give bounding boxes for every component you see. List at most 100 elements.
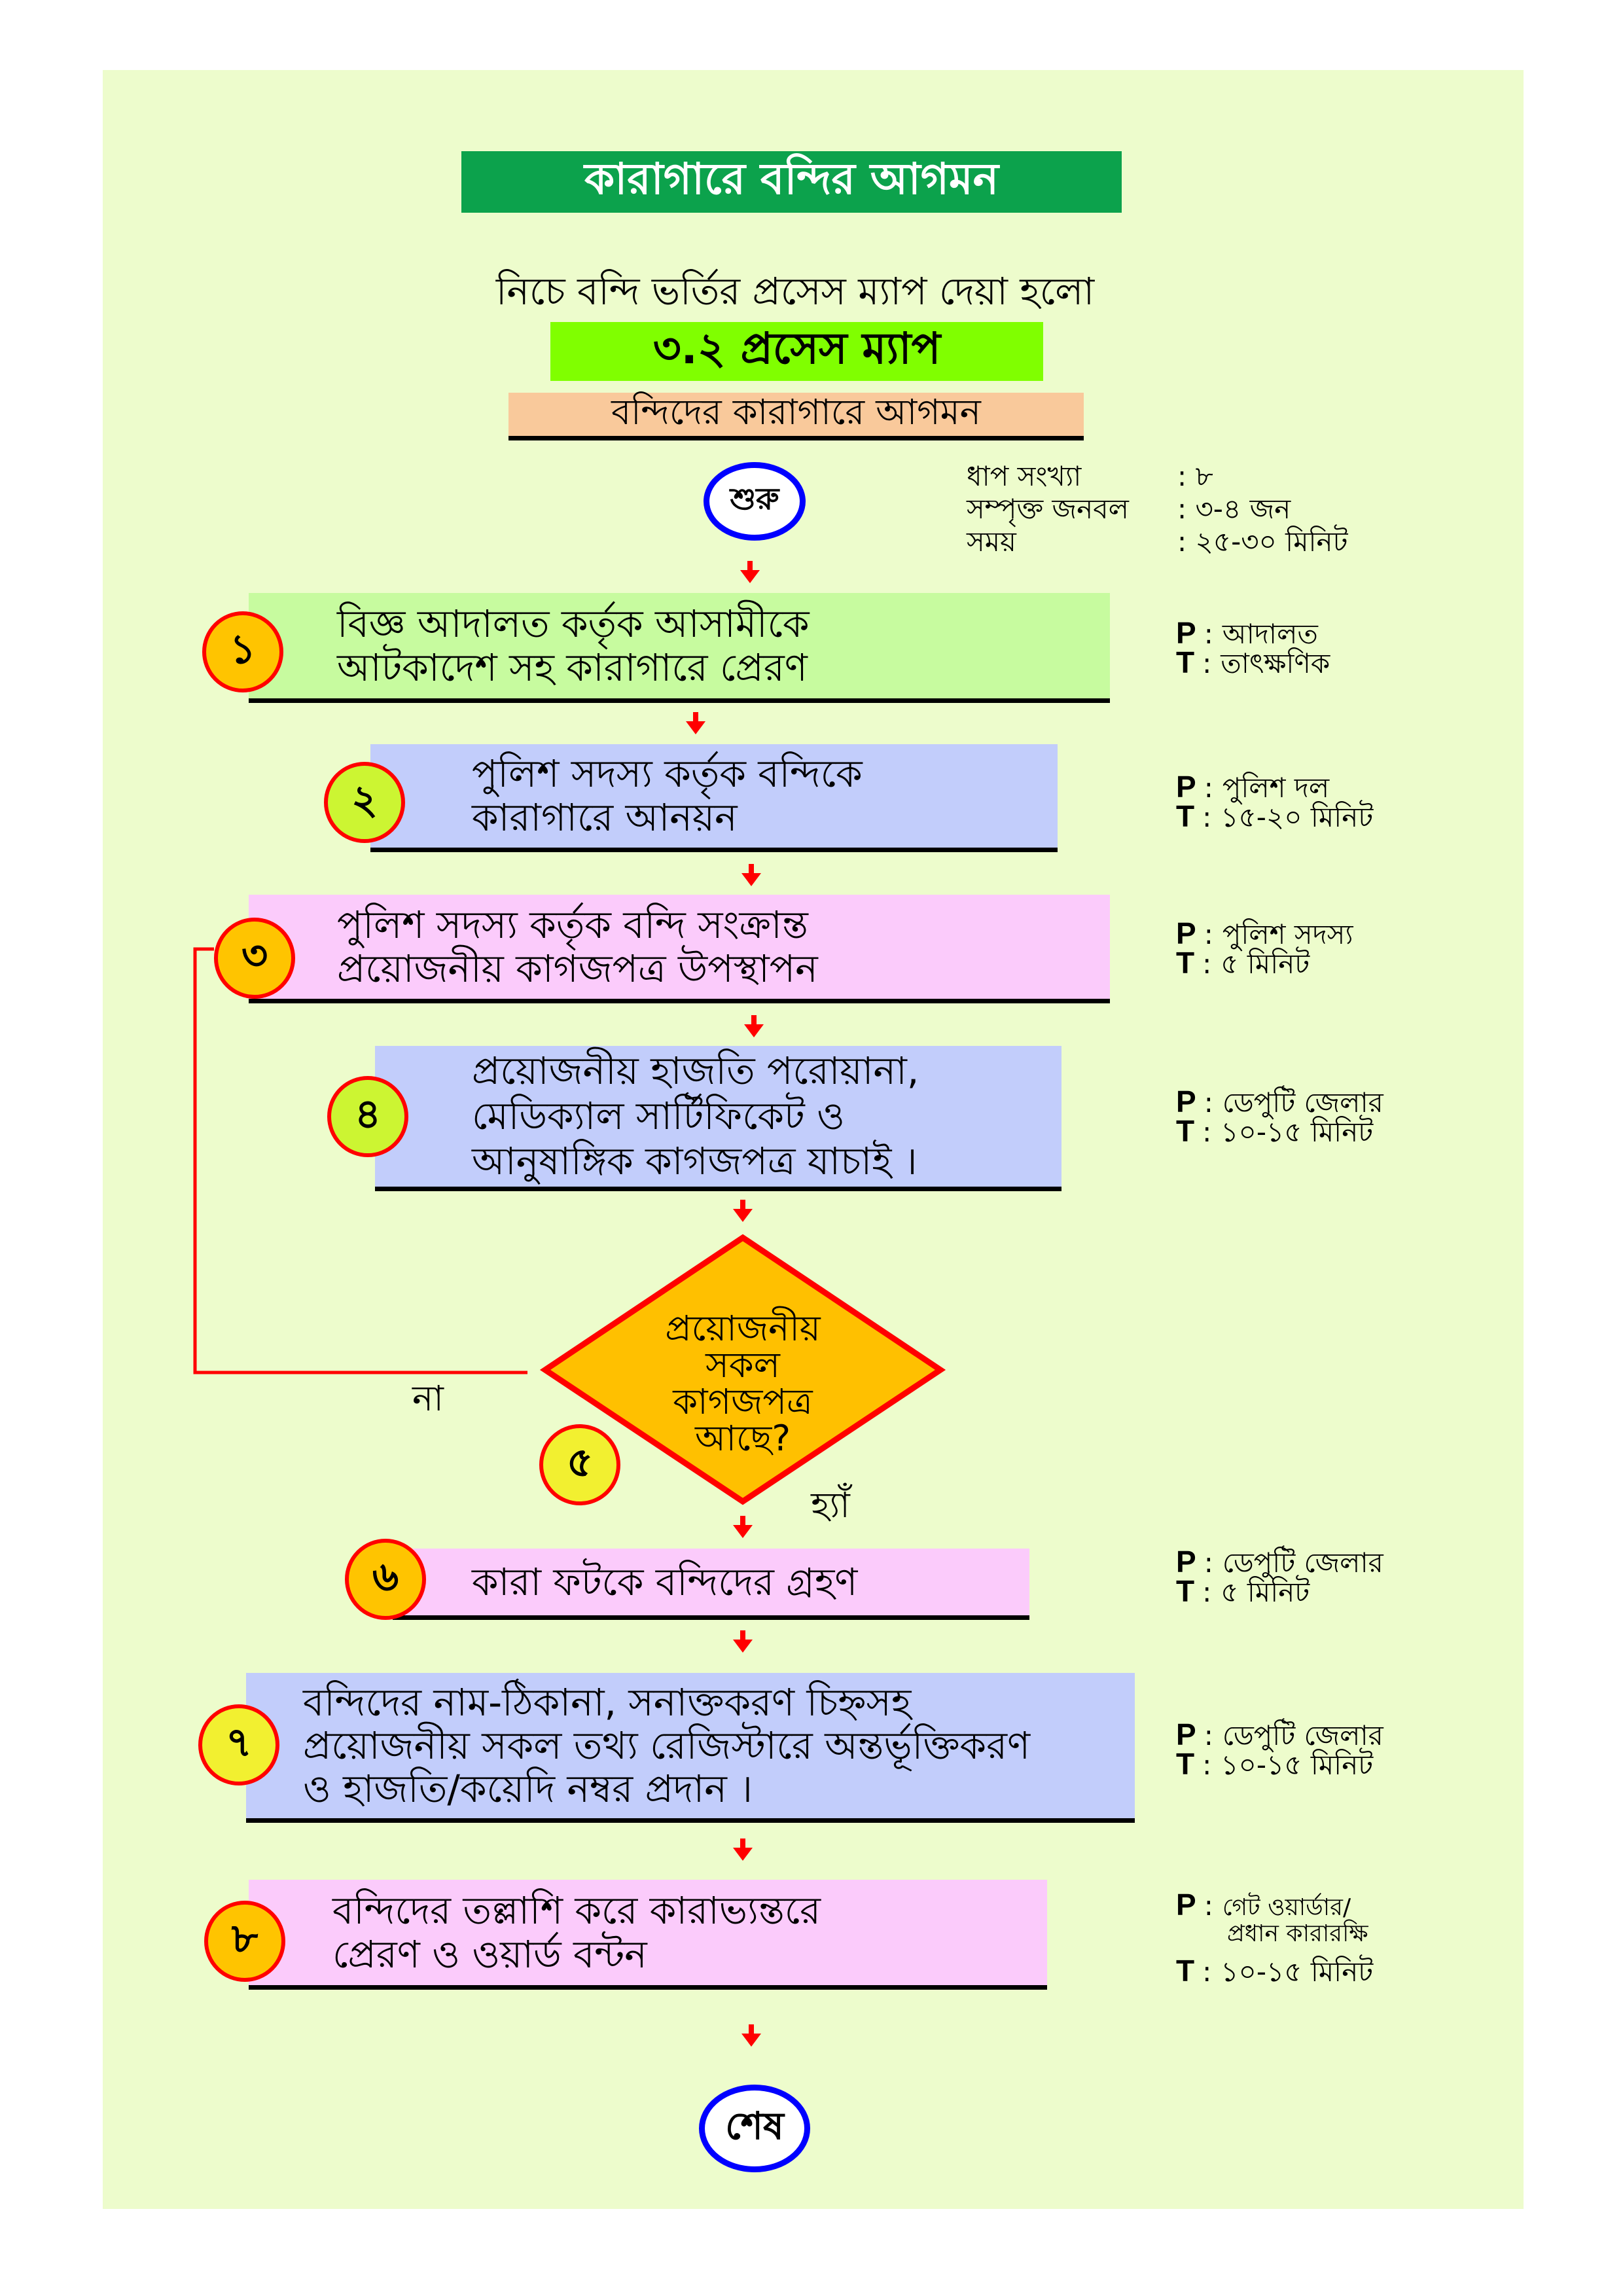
start-terminal: শুরু [704, 462, 806, 541]
step-7-number-badge: ৭ [198, 1704, 279, 1785]
step-6-info: P: ডেপুটি জেলার T:৫ মিনিট [1176, 1545, 1383, 1608]
summary-value: : ৩-৪ জন [1177, 493, 1291, 525]
time-key: T [1176, 1954, 1195, 1988]
summary-value: : ৮ [1177, 460, 1213, 492]
step-6-box: কারা ফটকে বন্দিদের গ্রহণ [393, 1549, 1029, 1620]
person-key: P [1176, 770, 1196, 804]
step-8-time-row: T:১০-১৫ মিনিট [1176, 1956, 1373, 1986]
down-arrow-icon [733, 1839, 753, 1861]
decision-line: কাগজপত্র [673, 1381, 813, 1422]
step-2-number: ২ [351, 775, 378, 823]
down-arrow-icon [740, 561, 760, 583]
step-1-person-row: P:আদালত [1176, 618, 1330, 650]
no-branch-connector [193, 947, 527, 1374]
step-4-number: ৪ [354, 1089, 382, 1138]
step-3-number: ৩ [241, 931, 268, 979]
step-3-box: পুলিশ সদস্য কর্তৃক বন্দি সংক্রান্ত প্রয়… [249, 895, 1110, 1003]
separator: : [1204, 772, 1213, 804]
separator: : [1202, 1749, 1212, 1781]
step-5-number: ৫ [566, 1437, 594, 1486]
step-3-line: প্রয়োজনীয় কাগজপত্র উপস্থাপন [337, 946, 818, 991]
decision-line: আছে? [694, 1418, 791, 1459]
step-1-line: বিজ্ঞ আদালত কর্তৃক আসামীকে [337, 601, 810, 646]
end-terminal: শেষ [699, 2085, 810, 2172]
step-1-person: আদালত [1222, 618, 1318, 650]
step-4-time-row: T:১০-১৫ মিনিট [1176, 1114, 1383, 1148]
time-key: T [1176, 1747, 1195, 1781]
time-key: T [1176, 1114, 1195, 1148]
separator: : [1202, 1116, 1212, 1148]
down-arrow-icon [733, 1630, 753, 1653]
separator: : [1204, 1086, 1213, 1119]
separator: : [1202, 1956, 1212, 1988]
summary-row-time: সময়: ২৫-৩০ মিনিট [967, 526, 1348, 558]
step-4-time: ১০-১৫ মিনিট [1221, 1116, 1374, 1148]
step-3-line: পুলিশ সদস্য কর্তৃক বন্দি সংক্রান্ত [337, 902, 808, 947]
intro-text: নিচে বন্দি ভর্তির প্রসেস ম্যাপ দেয়া হলো [495, 269, 1095, 314]
step-7-box: বন্দিদের নাম-ঠিকানা, সনাক্তকরণ চিহ্নসহ প… [246, 1673, 1135, 1823]
step-3-time: ৫ মিনিট [1221, 948, 1310, 980]
step-8-number-badge: ৮ [204, 1901, 285, 1982]
decision-line: প্রয়োজনীয় [665, 1308, 821, 1349]
step-2-number-badge: ২ [324, 762, 405, 843]
separator: : [1202, 948, 1212, 980]
document-title: কারাগারে বন্দির আগমন [461, 151, 1122, 213]
separator: : [1202, 1576, 1212, 1608]
step-7-person: ডেপুটি জেলার [1222, 1719, 1383, 1751]
step-8-person-line2: প্রধান কারারক্ষি [1227, 1920, 1368, 1947]
step-1-number-badge: ১ [202, 611, 283, 692]
summary-row-manpower: সম্পৃক্ত জনবল : ৩-৪ জন [967, 493, 1348, 526]
step-6-person: ডেপুটি জেলার [1222, 1547, 1383, 1579]
time-key: T [1176, 799, 1195, 833]
step-8-info: P: গেট ওয়ার্ডার/ প্রধান কারারক্ষি T:১০-১… [1176, 1890, 1373, 1986]
step-3-info: P: পুলিশ সদস্য T:৫ মিনিট [1176, 916, 1353, 978]
step-8-number: ৮ [231, 1914, 259, 1962]
step-3-time-row: T:৫ মিনিট [1176, 948, 1353, 978]
step-8-time: ১০-১৫ মিনিট [1221, 1956, 1374, 1988]
summary-label: সম্পৃক্ত জনবল [967, 493, 1129, 525]
step-6-time: ৫ মিনিট [1221, 1576, 1310, 1608]
down-arrow-icon [744, 1015, 764, 1037]
person-key: P [1176, 1888, 1196, 1922]
step-2-person: পুলিশ দল [1222, 772, 1330, 804]
step-6-number-badge: ৬ [345, 1539, 426, 1620]
person-key: P [1176, 1545, 1196, 1579]
step-2-info: P: পুলিশ দল T:১৫-২০ মিনিট [1176, 772, 1374, 833]
step-2-time-row: T:১৫-২০ মিনিট [1176, 799, 1374, 833]
time-key: T [1176, 946, 1195, 980]
step-7-number: ৭ [225, 1717, 253, 1766]
step-4-info: P:ডেপুটি জেলার T:১০-১৫ মিনিট [1176, 1086, 1383, 1148]
step-1-time-row: T:তাৎক্ষণিক [1176, 647, 1330, 679]
step-2-line: কারাগারে আনয়ন [472, 795, 738, 840]
step-6-time-row: T:৫ মিনিট [1176, 1576, 1383, 1608]
down-arrow-icon [686, 712, 705, 734]
step-8-box: বন্দিদের তল্লাশি করে কারাভ্যন্তরে প্রেরণ… [249, 1880, 1047, 1990]
down-arrow-icon [733, 1200, 753, 1222]
step-4-number-badge: ৪ [327, 1076, 408, 1157]
step-6-line: কারা ফটকে বন্দিদের গ্রহণ [472, 1559, 858, 1604]
step-7-time-row: T:১০-১৫ মিনিট [1176, 1747, 1383, 1781]
step-3-person: পুলিশ সদস্য [1222, 918, 1353, 950]
step-7-line: বন্দিদের নাম-ঠিকানা, সনাক্তকরণ চিহ্নসহ [303, 1680, 912, 1725]
separator: : [1202, 647, 1212, 679]
separator: : [1202, 801, 1212, 833]
separator: : [1204, 618, 1213, 650]
separator: : [1204, 918, 1213, 950]
end-label: শেষ [725, 2103, 784, 2148]
step-4-person-row: P:ডেপুটি জেলার [1176, 1086, 1383, 1119]
down-arrow-icon [741, 864, 761, 886]
decision-diamond [539, 1234, 946, 1505]
step-1-time: তাৎক্ষণিক [1221, 647, 1330, 679]
person-key: P [1176, 916, 1196, 950]
step-4-line: আনুষাঙ্গিক কাগজপত্র যাচাই । [472, 1139, 918, 1183]
step-7-person-row: P:ডেপুটি জেলার [1176, 1719, 1383, 1751]
step-2-time: ১৫-২০ মিনিট [1221, 801, 1374, 833]
step-4-box: প্রয়োজনীয় হাজতি পরোয়ানা, মেডিক্যাল সা… [375, 1046, 1061, 1191]
process-name: বন্দিদের কারাগারে আগমন [508, 391, 1084, 440]
step-1-line: আটকাদেশ সহ কারাগারে প্রেরণ [337, 645, 808, 690]
step-1-number: ১ [229, 624, 257, 673]
decision-question: প্রয়োজনীয় সকল কাগজপত্র আছে? [589, 1310, 897, 1457]
step-2-person-row: P: পুলিশ দল [1176, 772, 1373, 802]
step-8-line: বন্দিদের তল্লাশি করে কারাভ্যন্তরে [332, 1888, 821, 1933]
step-8-person: গেট ওয়ার্ডার/ [1222, 1894, 1351, 1921]
